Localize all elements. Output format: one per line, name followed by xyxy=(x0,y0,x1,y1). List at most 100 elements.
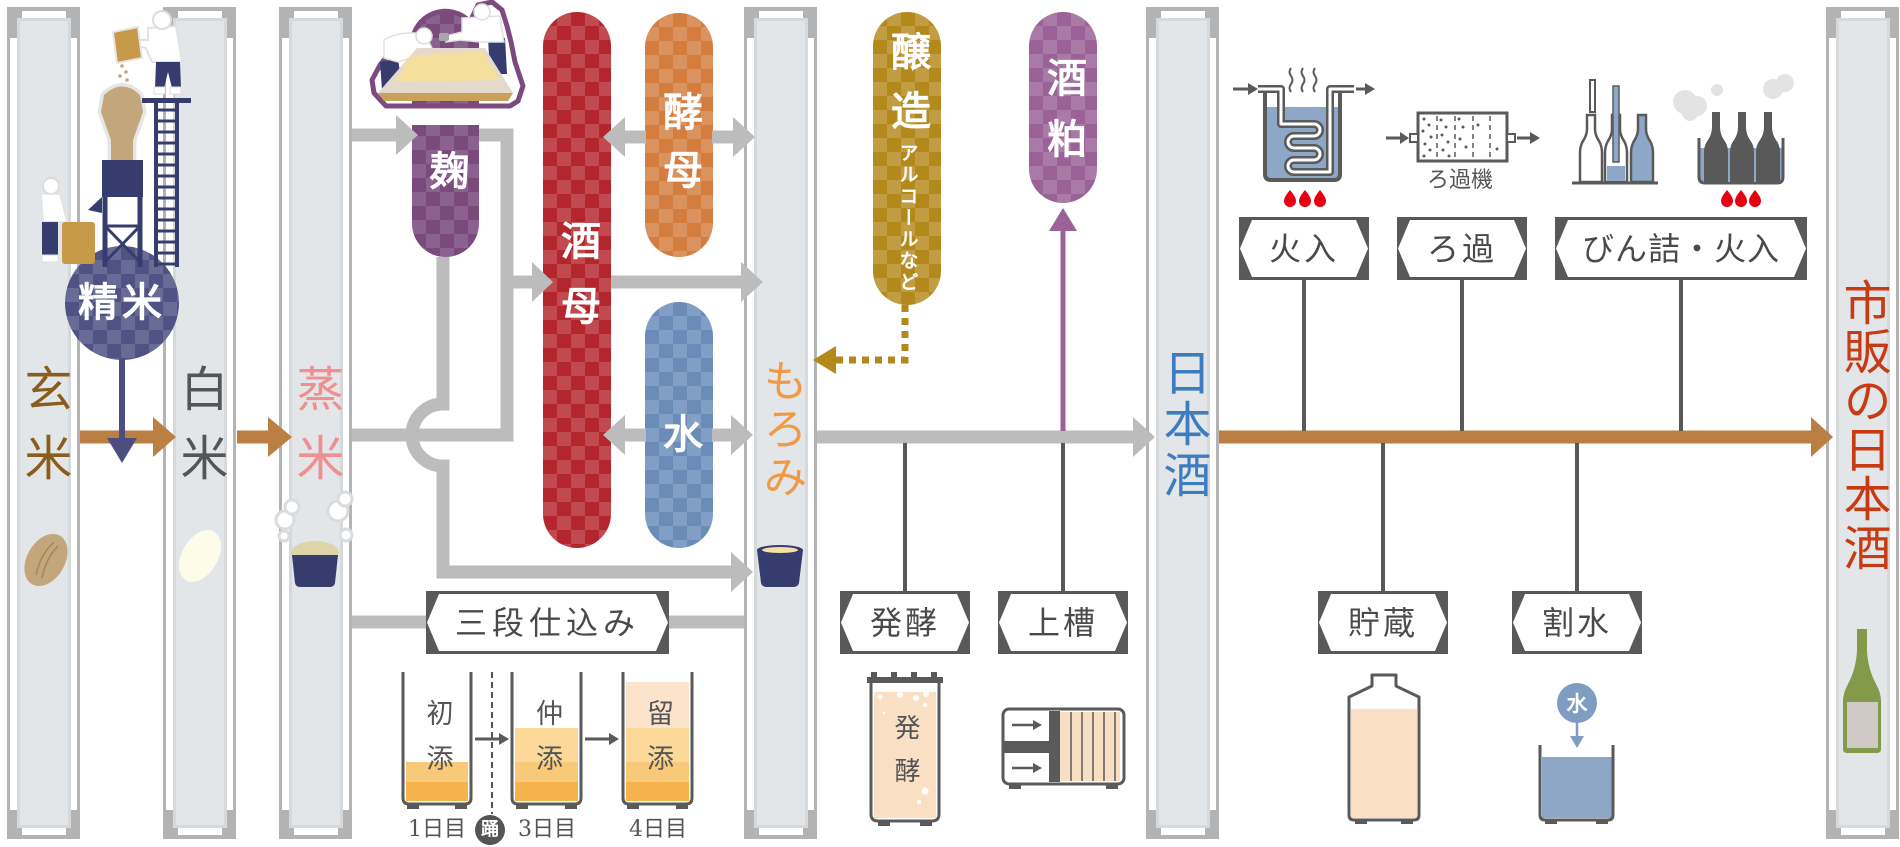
pillar-frame xyxy=(1896,7,1899,839)
pillar-frame xyxy=(349,7,352,839)
tag-fermentation: 発酵 xyxy=(840,591,970,654)
sake-lees-pill xyxy=(1029,12,1097,203)
polishing-circle xyxy=(65,246,179,360)
stage-label-genmai: 玄米 xyxy=(15,364,72,502)
pillar-notch xyxy=(759,11,803,18)
yeast-pill xyxy=(645,13,713,257)
tag-sandan-shikomi: 三段仕込み xyxy=(426,591,669,654)
polishing-arrow xyxy=(107,358,137,463)
filter-machine-icon xyxy=(1386,111,1540,163)
dotted-arrow-shaft xyxy=(836,305,909,364)
worker-icon xyxy=(40,177,95,264)
tag-label: 三段仕込み xyxy=(454,603,640,642)
pillar-notch xyxy=(178,11,222,18)
bottling-icon xyxy=(1572,79,1658,185)
tag-label: 上槽 xyxy=(1027,603,1098,642)
tank-label-hatsuzoe: 初添 xyxy=(421,698,453,789)
day-label-4: 4日目 xyxy=(629,817,687,842)
water-badge: 水 xyxy=(1557,683,1597,723)
pillar-frame xyxy=(279,7,282,839)
pillar-frame xyxy=(1826,7,1829,839)
pillar-frame xyxy=(163,7,166,839)
pillar-panel xyxy=(17,18,71,828)
bottle-pasteurizer-icon xyxy=(1673,74,1794,207)
tag-plate: 三段仕込み xyxy=(427,594,668,651)
tag-pasteurization: 火入 xyxy=(1239,217,1369,280)
tag-plate: ろ過 xyxy=(1398,220,1526,277)
pillar-genmai xyxy=(7,7,80,839)
steaming-pot-icon xyxy=(274,490,354,587)
pillar-notch xyxy=(294,828,338,835)
arrowhead xyxy=(107,438,137,463)
tank-hatsuzoe xyxy=(401,672,473,809)
stage-label-hakumai: 白米 xyxy=(171,364,228,502)
sandan-tanks-icon xyxy=(401,672,694,814)
pillar-frame xyxy=(7,7,10,839)
arrowhead xyxy=(532,262,553,302)
tag-plate: 割水 xyxy=(1513,594,1641,651)
ingredient-flow-lines xyxy=(352,115,1155,629)
koji-making-icon xyxy=(369,0,526,125)
tag-dilution: 割水 xyxy=(1512,591,1642,654)
arrowhead xyxy=(153,417,176,457)
tank-label-tomezoe: 留添 xyxy=(642,698,673,789)
main-flow-arrows xyxy=(80,417,1833,457)
stage-label-moromi: もろみ xyxy=(755,358,807,502)
arrowhead xyxy=(396,115,418,155)
arrowhead xyxy=(1049,208,1077,231)
tag-plate: 貯蔵 xyxy=(1319,594,1447,651)
pillar-panel xyxy=(289,18,343,828)
tag-label: ろ過 xyxy=(1426,229,1497,268)
line-koji-to-moromi xyxy=(405,257,734,579)
tag-plate: びん詰・火入 xyxy=(1556,220,1806,277)
fermentation-tank-label: 発酵 xyxy=(890,714,920,800)
stage-label-mushimai: 蒸米 xyxy=(287,364,344,502)
brewing-alcohol-arrow xyxy=(813,305,909,374)
arrowhead xyxy=(733,117,755,157)
stage-label-retail-sake: 市販の日本酒 xyxy=(1834,278,1891,572)
tag-label: 割水 xyxy=(1541,603,1612,642)
brewing-alcohol-pill xyxy=(873,12,941,305)
pillar-frame xyxy=(814,7,817,839)
tag-storage: 貯蔵 xyxy=(1318,591,1448,654)
arrowhead xyxy=(1811,417,1833,457)
tag-label: 火入 xyxy=(1268,229,1339,268)
tank-label-nakazoe: 仲添 xyxy=(531,698,562,789)
pillar-nihonshu xyxy=(1146,7,1219,839)
pillar-notch xyxy=(759,828,803,835)
moromi-cup-icon xyxy=(757,545,803,587)
arrowhead xyxy=(813,346,836,374)
tag-label: 貯蔵 xyxy=(1347,603,1418,642)
pillar-notch xyxy=(1161,828,1205,835)
day-label-3: 3日目 xyxy=(518,817,576,842)
pillar-mushimai xyxy=(279,7,352,839)
tag-label: びん詰・火入 xyxy=(1581,229,1780,268)
arrowhead xyxy=(603,415,625,455)
tag-filtration: ろ過 xyxy=(1397,217,1527,280)
pillar-frame xyxy=(233,7,236,839)
arrowhead xyxy=(731,415,753,455)
shubo-label: 酒母 xyxy=(554,220,601,350)
pillar-frame xyxy=(1216,7,1219,839)
fermentation-tank-icon xyxy=(867,672,943,826)
process-connectors xyxy=(903,280,1683,591)
yeast-label: 酵母 xyxy=(656,91,703,207)
tag-plate: 上槽 xyxy=(999,594,1127,651)
worker-icon xyxy=(111,10,184,95)
arrowhead xyxy=(741,262,763,302)
water-pill xyxy=(645,302,713,548)
sake-lees-arrow xyxy=(1049,208,1077,431)
pillar-moromi xyxy=(744,7,817,839)
pillar-notch xyxy=(294,11,338,18)
brown-rice-grain-icon xyxy=(24,533,68,587)
polishing-label: 精米 xyxy=(78,279,166,326)
rest-day-badge: 踊 xyxy=(475,815,505,845)
rice-polishing-machine-icon xyxy=(40,10,191,267)
step-arrow xyxy=(475,733,619,745)
pillar-notch xyxy=(1161,11,1205,18)
storage-tank-icon xyxy=(1347,673,1421,824)
tank-tomezoe xyxy=(621,672,694,809)
sake-lees-label: 酒粕 xyxy=(1040,57,1087,179)
